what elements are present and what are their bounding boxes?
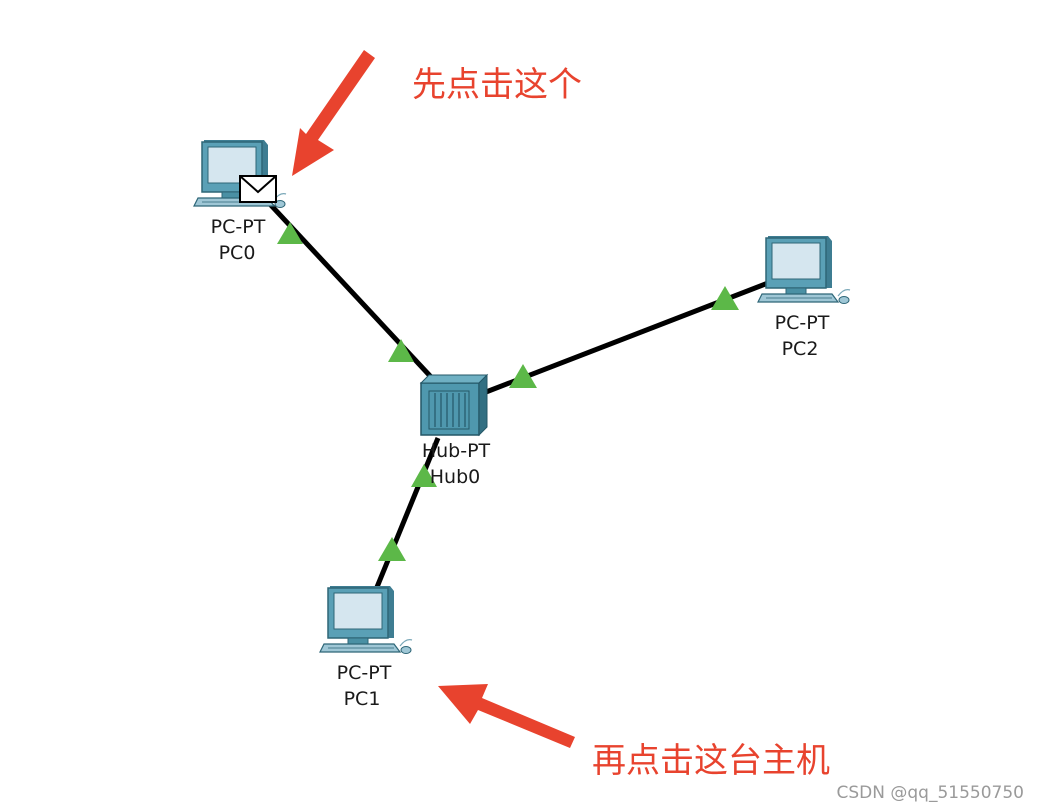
- envelope-icon[interactable]: [239, 175, 277, 203]
- pc0-name-label: PC0: [219, 242, 256, 264]
- computer-icon[interactable]: [757, 235, 851, 305]
- link-status-pc1-end: [378, 537, 406, 561]
- link-pc1-hub0[interactable]: [372, 437, 441, 593]
- pc2-name-label: PC2: [782, 338, 819, 360]
- link-status-indicators: [277, 222, 739, 561]
- pc1-model-label: PC-PT: [337, 662, 392, 684]
- pc1-name-label: PC1: [344, 688, 381, 710]
- link-status-pc2-hub-end: [509, 364, 537, 388]
- device-pc1[interactable]: PC-PT PC1: [319, 585, 413, 710]
- hub-icon[interactable]: [420, 374, 488, 436]
- pc2-model-label: PC-PT: [775, 312, 830, 334]
- red-arrow-1: [292, 50, 375, 176]
- annotation-first-click: 先点击这个: [412, 65, 582, 105]
- device-hub0[interactable]: Hub-PT Hub0: [420, 374, 491, 488]
- computer-icon[interactable]: [319, 585, 413, 655]
- red-arrow-2: [438, 684, 575, 748]
- annotation-second-click: 再点击这台主机: [592, 741, 830, 781]
- link-status-pc2-end: [711, 286, 739, 310]
- hub0-name-label: Hub0: [430, 466, 480, 488]
- hub0-model-label: Hub-PT: [422, 440, 491, 462]
- links: [266, 200, 769, 593]
- watermark: CSDN @qq_51550750: [837, 783, 1024, 803]
- link-status-pc1-hub-end: [411, 464, 437, 487]
- device-pc0[interactable]: PC-PT PC0: [193, 139, 287, 264]
- link-status-pc0-end: [277, 222, 303, 244]
- pc0-model-label: PC-PT: [211, 216, 266, 238]
- link-status-pc0-hub-end: [388, 339, 414, 362]
- device-pc2[interactable]: PC-PT PC2: [757, 235, 851, 360]
